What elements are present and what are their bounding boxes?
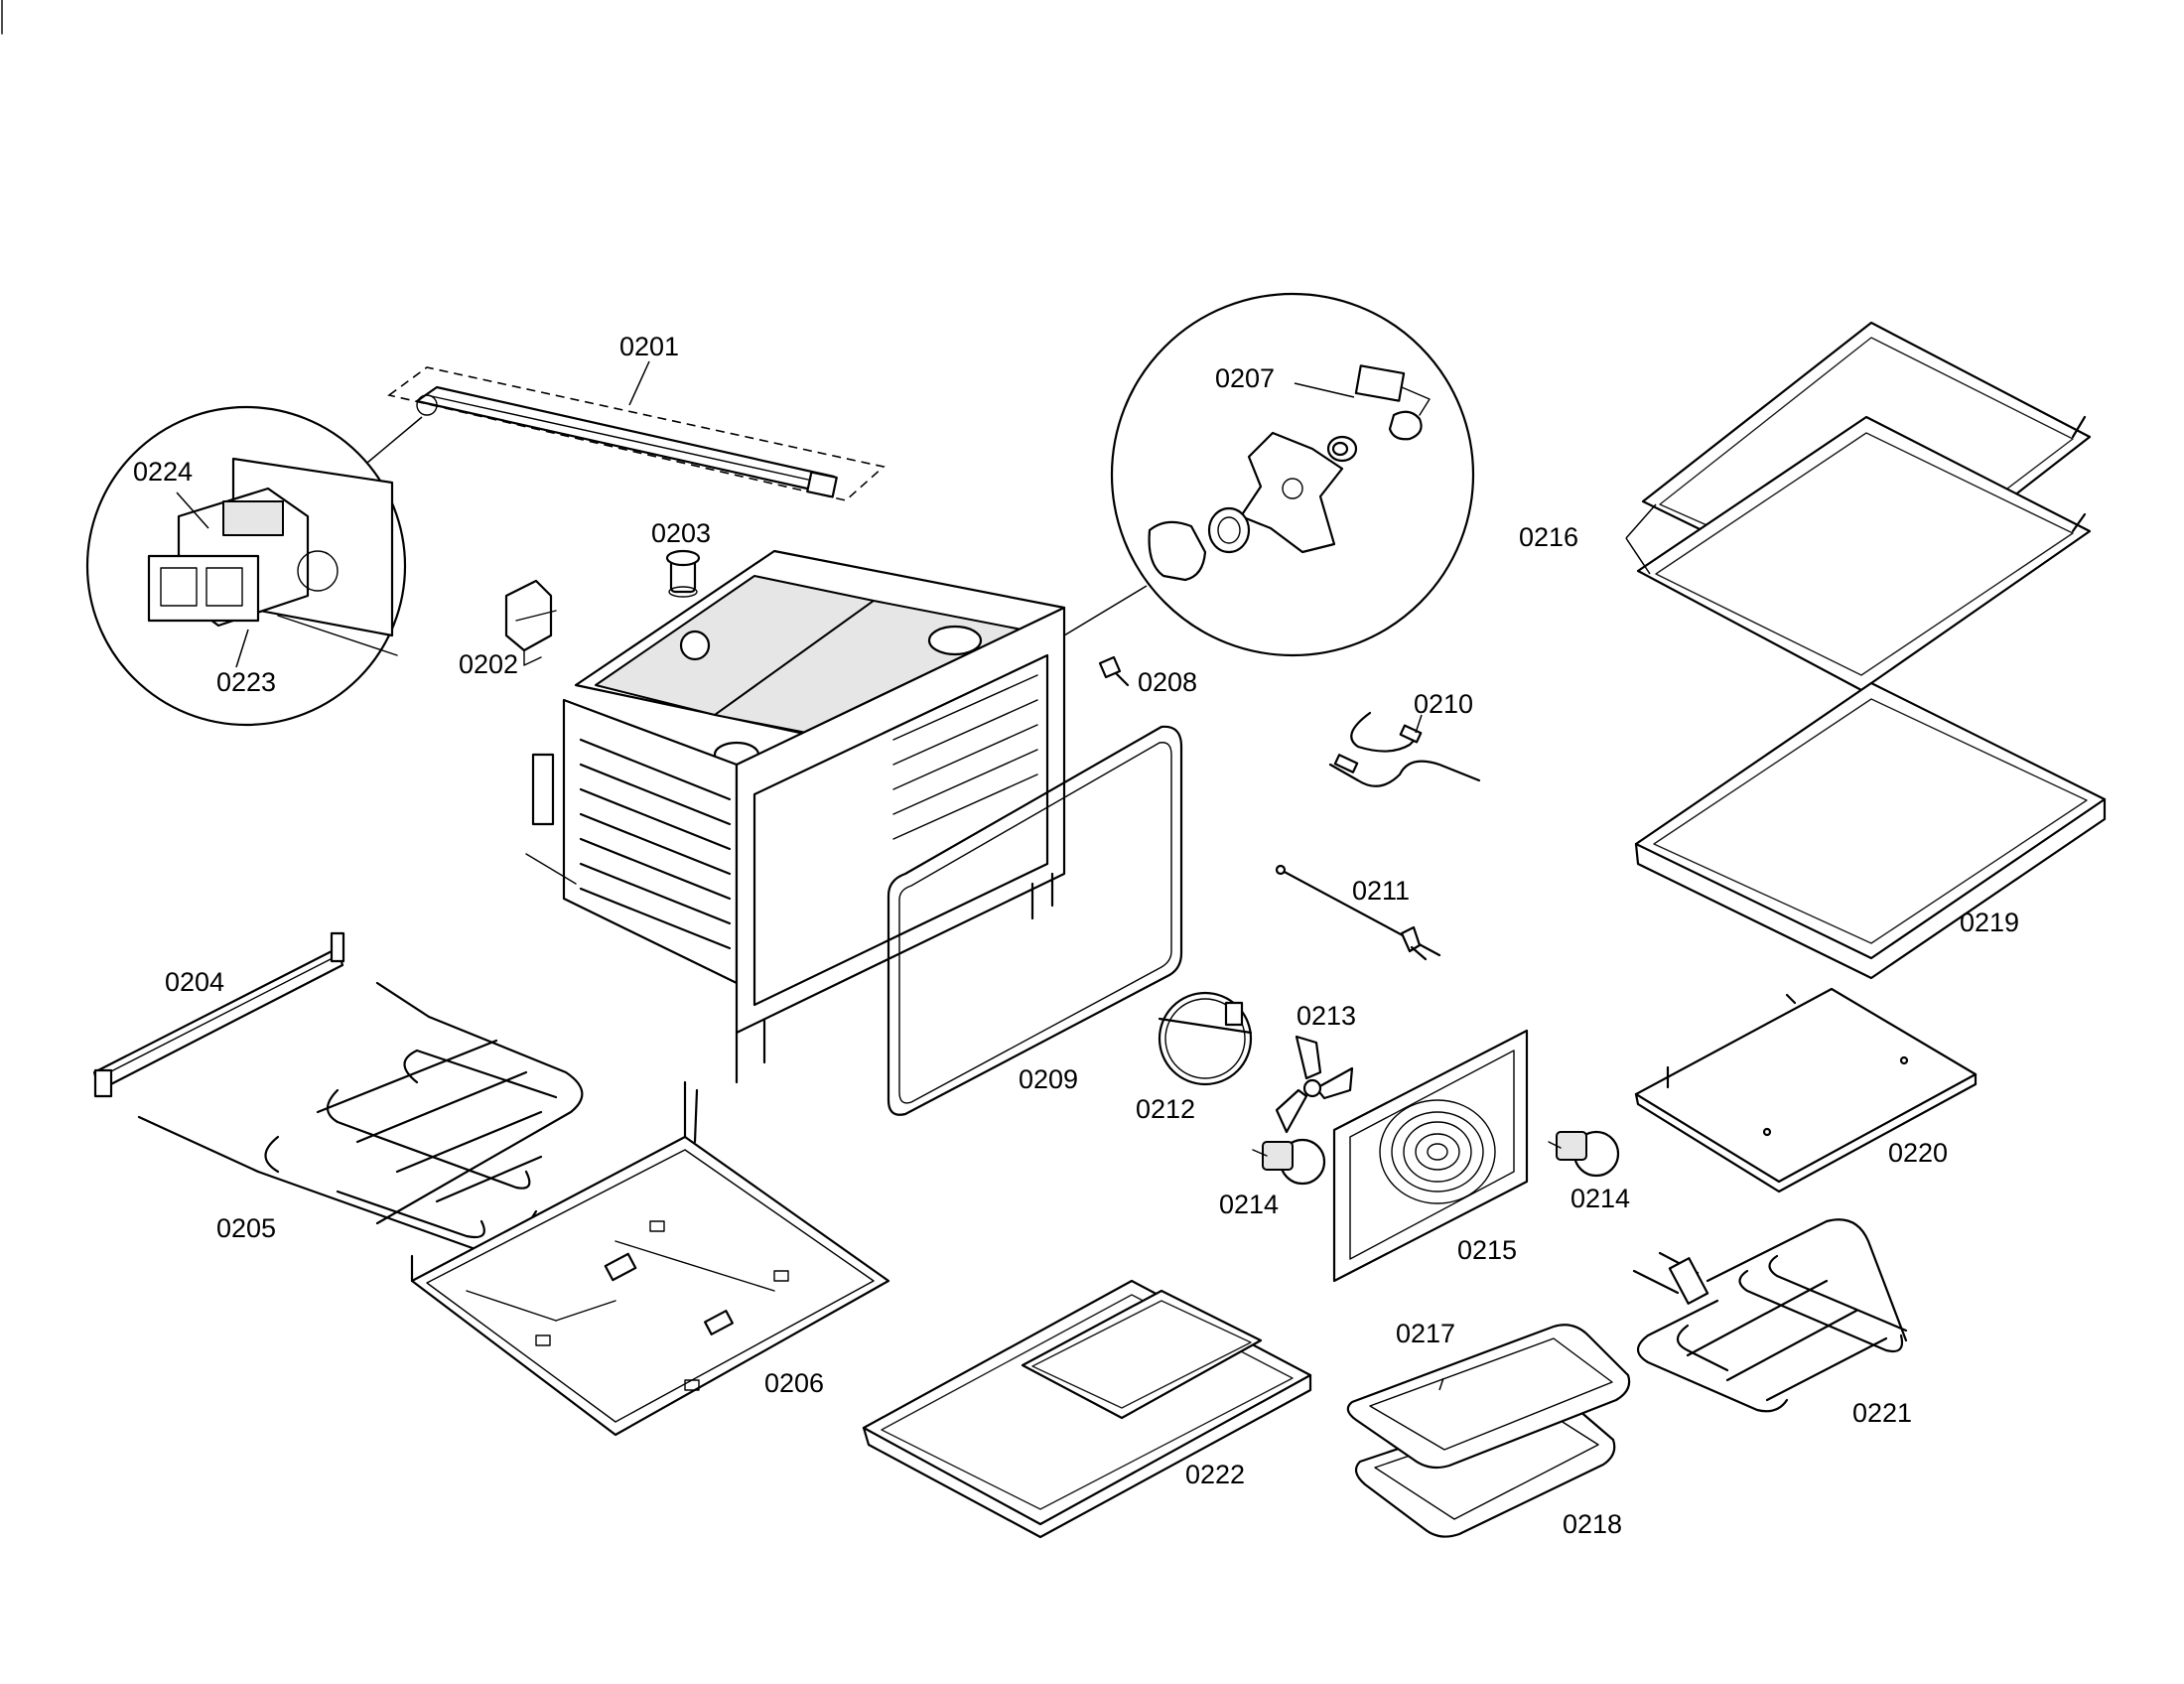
part-0216-racks[interactable] — [1636, 321, 2092, 692]
label-0222: 0222 — [1185, 1460, 1245, 1489]
label-0205: 0205 — [216, 1213, 276, 1243]
part-0209-gasket[interactable] — [887, 725, 1183, 1116]
part-0219-rack[interactable] — [1634, 681, 2107, 980]
label-0220: 0220 — [1888, 1138, 1948, 1168]
label-0202: 0202 — [459, 649, 518, 679]
part-0201-bracket[interactable] — [387, 366, 886, 501]
label-0209: 0209 — [1019, 1064, 1078, 1094]
part-0205-bake-element[interactable] — [137, 981, 584, 1257]
part-0206-bottom-panel[interactable] — [410, 1080, 890, 1437]
part-labels: 0201 0202 0203 0204 0205 0206 0207 0208 … — [133, 332, 2019, 1539]
part-0217-broil-grid[interactable] — [1346, 1324, 1631, 1470]
label-0217: 0217 — [1396, 1319, 1455, 1348]
leader-lines — [176, 360, 1657, 1391]
label-0213: 0213 — [1297, 1001, 1356, 1031]
oven-cavity — [525, 549, 1066, 1084]
label-0214-right: 0214 — [1570, 1184, 1630, 1213]
back-rack-guides — [892, 674, 1038, 840]
label-0224: 0224 — [133, 457, 193, 487]
detail-circle-switch — [85, 405, 423, 727]
part-0214-bulb-right[interactable] — [1548, 1130, 1620, 1178]
label-0218: 0218 — [1563, 1509, 1622, 1539]
part-0204-rail[interactable] — [92, 931, 345, 1098]
label-0211: 0211 — [1352, 876, 1410, 906]
part-0221-broil-element[interactable] — [1632, 1218, 1908, 1413]
part-0202-clip[interactable] — [504, 579, 557, 666]
side-rack-guides — [579, 738, 732, 950]
part-0208-screw[interactable] — [1098, 655, 1130, 687]
part-0213-fan[interactable] — [1275, 1035, 1354, 1134]
part-0214-bulb-left[interactable] — [1252, 1138, 1326, 1186]
part-0215-convection-cover[interactable] — [1332, 1029, 1529, 1283]
part-0203-plug[interactable] — [665, 549, 701, 598]
label-0204: 0204 — [165, 967, 224, 997]
label-0219: 0219 — [1960, 908, 2019, 937]
label-0214-left: 0214 — [1219, 1190, 1279, 1219]
label-0223: 0223 — [216, 667, 276, 697]
label-0215: 0215 — [1457, 1235, 1517, 1265]
label-0221: 0221 — [1852, 1398, 1912, 1428]
label-0212: 0212 — [1136, 1094, 1195, 1124]
part-0212-convection-element[interactable] — [1158, 991, 1253, 1086]
part-0211-sensor[interactable] — [1275, 864, 1441, 961]
part-0220-tray[interactable] — [1634, 987, 1978, 1193]
part-0210-wire[interactable] — [1328, 711, 1481, 787]
detail-circle-lamp — [1063, 292, 1475, 657]
label-0207: 0207 — [1215, 363, 1275, 393]
label-0208: 0208 — [1138, 667, 1197, 697]
label-0201: 0201 — [619, 332, 679, 361]
label-0203: 0203 — [651, 518, 711, 548]
label-0210: 0210 — [1414, 689, 1473, 719]
part-0222-split-rack[interactable] — [862, 1279, 1312, 1539]
label-0206: 0206 — [764, 1368, 824, 1398]
label-0216: 0216 — [1519, 522, 1578, 552]
